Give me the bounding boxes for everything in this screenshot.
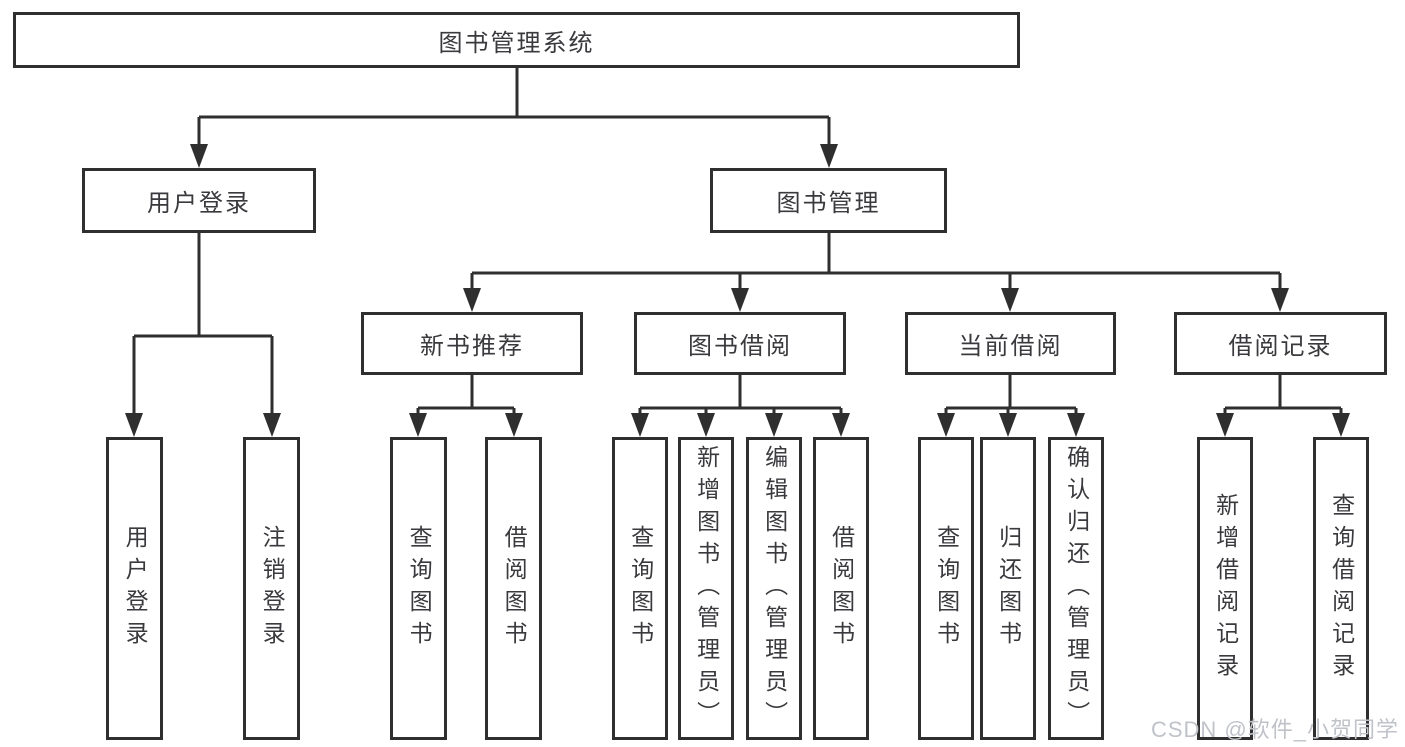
node-label: 用户登录: [147, 190, 251, 217]
node-label: 归还图书: [995, 524, 1022, 653]
node-label: 查询图书: [627, 524, 654, 653]
arrow-add-record: [1216, 413, 1234, 437]
node-label: 新书推荐: [420, 333, 524, 360]
arrow-borrow-books-2: [832, 413, 850, 437]
arrow-return-books: [999, 413, 1017, 437]
node-borrow-books-2: 借阅图书: [813, 437, 869, 740]
arrow-borrow-records: [1271, 288, 1289, 312]
node-user-login: 用户登录: [82, 168, 316, 233]
arrow-add-books: [697, 413, 715, 437]
node-label: 借阅图书: [828, 524, 855, 653]
node-query-books-3: 查询图书: [918, 437, 974, 740]
node-add-borrow-record: 新增借阅记录: [1197, 437, 1253, 740]
node-label: 图书借阅: [688, 333, 792, 360]
node-label: 注销登录: [259, 524, 286, 653]
node-leaf-logout: 注销登录: [243, 437, 300, 740]
node-label: 借阅记录: [1228, 333, 1333, 360]
node-book-borrow: 图书借阅: [634, 312, 846, 375]
arrow-book-mgmt: [820, 144, 838, 168]
node-label: 查询借阅记录: [1328, 492, 1355, 685]
node-label: 用户登录: [122, 524, 149, 653]
node-add-books-admin: 新增图书（管理员）: [678, 437, 734, 740]
node-edit-books-admin: 编辑图书（管理员）: [746, 437, 802, 740]
node-library-system: 图书管理系统: [13, 12, 1020, 68]
arrow-leaf-logout: [263, 413, 281, 437]
arrow-edit-books: [765, 413, 783, 437]
node-query-borrow-record: 查询借阅记录: [1313, 437, 1369, 740]
node-confirm-return-admin: 确认归还（管理员）: [1048, 437, 1104, 740]
arrow-query-books-2: [631, 413, 649, 437]
arrow-new-book-rec: [463, 288, 481, 312]
arrow-leaf-user-login: [125, 413, 143, 437]
arrow-confirm-return: [1067, 413, 1085, 437]
arrow-query-record: [1332, 413, 1350, 437]
arrow-user-login: [190, 144, 208, 168]
node-label: 查询图书: [406, 524, 433, 653]
node-label: 借阅图书: [501, 524, 528, 653]
node-label: 新增图书（管理员）: [693, 444, 720, 733]
arrow-query-books-3: [937, 413, 955, 437]
node-current-borrow: 当前借阅: [905, 312, 1116, 375]
node-label: 当前借阅: [958, 333, 1063, 360]
node-label: 确认归还（管理员）: [1063, 444, 1090, 733]
node-label: 查询图书: [933, 524, 960, 653]
node-borrow-records: 借阅记录: [1174, 312, 1387, 375]
node-book-mgmt: 图书管理: [710, 168, 947, 233]
node-new-book-rec: 新书推荐: [361, 312, 583, 375]
node-leaf-user-login: 用户登录: [106, 437, 163, 740]
watermark: CSDN @软件_小贺同学: [1150, 717, 1399, 742]
node-label: 编辑图书（管理员）: [761, 444, 788, 733]
arrow-query-books-1: [409, 413, 427, 437]
node-label: 新增借阅记录: [1212, 492, 1239, 685]
node-return-books: 归还图书: [980, 437, 1036, 740]
node-label: 图书管理: [776, 190, 881, 217]
arrow-book-borrow: [731, 288, 749, 312]
arrow-borrow-books-1: [505, 413, 523, 437]
node-query-books-2: 查询图书: [612, 437, 668, 740]
node-label: 图书管理系统: [438, 29, 595, 57]
node-query-books-1: 查询图书: [390, 437, 447, 740]
node-borrow-books-1: 借阅图书: [485, 437, 542, 740]
arrow-current-borrow: [1001, 288, 1019, 312]
